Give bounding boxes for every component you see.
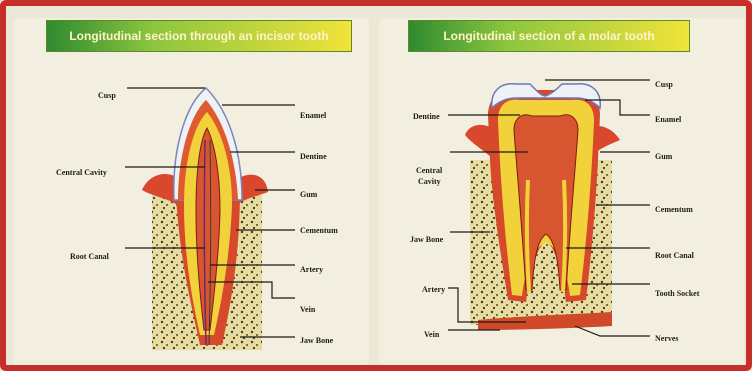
molar-canal-left [527,180,529,292]
molar-canal-right [563,180,565,292]
label-molar-central-cavity-line1: Central [416,166,443,175]
label-molar-enamel: Enamel [655,115,682,124]
label-molar-vein: Vein [424,330,440,339]
label-incisor-cusp: Cusp [98,91,116,100]
label-incisor-central-cavity: Central Cavity [56,168,107,177]
leader-molar-nerves [575,326,650,336]
label-incisor-jaw-bone: Jaw Bone [300,336,334,345]
label-molar-nerves: Nerves [655,334,679,343]
label-incisor-cementum: Cementum [300,226,338,235]
label-incisor-vein: Vein [300,305,316,314]
label-molar-cusp: Cusp [655,80,673,89]
label-molar-jaw-bone: Jaw Bone [410,235,444,244]
label-incisor-root-canal: Root Canal [70,252,110,261]
label-molar-cementum: Cementum [655,205,693,214]
label-incisor-dentine: Dentine [300,152,327,161]
label-molar-root-canal: Root Canal [655,251,695,260]
label-molar-tooth-socket: Tooth Socket [655,289,700,298]
molar-diagram: Cusp Enamel Dentine Gum Central Cavity C… [410,80,700,343]
label-molar-gum: Gum [655,152,673,161]
label-molar-dentine: Dentine [413,112,440,121]
label-incisor-artery: Artery [300,265,323,274]
label-molar-central-cavity-line2: Cavity [418,177,441,186]
label-incisor-enamel: Enamel [300,111,327,120]
label-incisor-gum: Gum [300,190,318,199]
incisor-diagram: Cusp Enamel Central Cavity Dentine Gum C… [56,88,338,350]
label-molar-artery: Artery [422,285,445,294]
